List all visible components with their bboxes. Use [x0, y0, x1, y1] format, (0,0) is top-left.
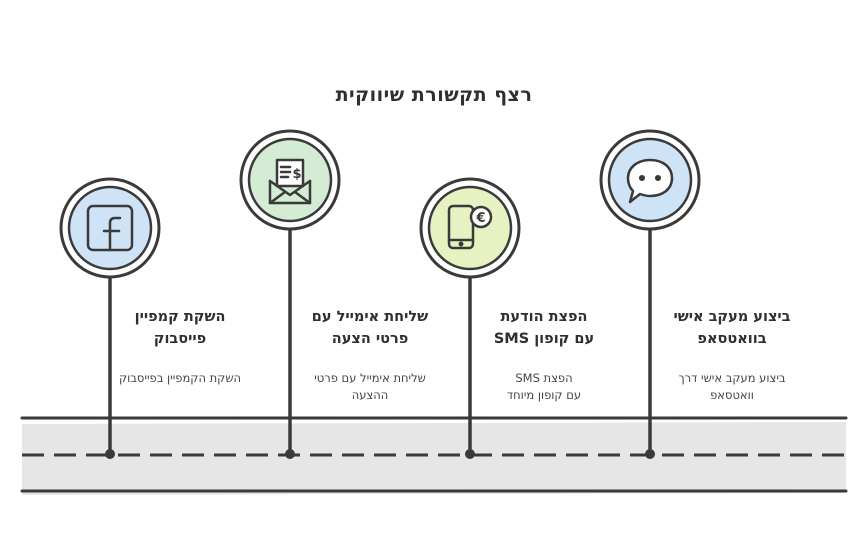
- step-desc-1: השקת הקמפיין בפייסבוק: [118, 371, 241, 385]
- node-whatsapp: [599, 129, 701, 231]
- step-desc-4-line-2: וואטסאפ: [710, 388, 754, 402]
- step-heading-2-line-2: פרטי הצעה: [331, 331, 409, 347]
- mobile-coupon-icon: €: [447, 204, 493, 250]
- step-label-4: ביצוע מעקב אישי בוואטסאפ ביצוע מעקב אישי…: [652, 306, 812, 404]
- step-desc-2: שליחת אימייל עם פרטי ההצעה: [290, 370, 450, 404]
- step-heading-3: הפצת הודעת עם קופון SMS: [464, 306, 624, 350]
- svg-text:$: $: [292, 167, 301, 182]
- step-heading-2-line-1: שליחת אימייל עם: [311, 309, 429, 325]
- step-heading-4-line-1: ביצוע מעקב אישי: [673, 309, 791, 325]
- step-heading-3-line-2: עם קופון SMS: [493, 331, 595, 347]
- diagram-title: רצף תקשורת שיווקית: [335, 84, 533, 106]
- node-sms: €: [419, 177, 521, 279]
- svg-text:€: €: [475, 211, 485, 226]
- facebook-icon: [86, 204, 134, 252]
- step-label-3: הפצת הודעת עם קופון SMS הפצת SMS עם קופו…: [464, 306, 624, 404]
- stems: [108, 226, 652, 456]
- step-heading-1: השקת קמפיין פייסבוק: [100, 306, 260, 350]
- step-desc-3-line-1: הפצת SMS: [515, 371, 573, 385]
- step-heading-2: שליחת אימייל עם פרטי הצעה: [290, 306, 450, 350]
- node-email: $: [239, 129, 341, 231]
- step-desc-3: הפצת SMS עם קופון מיוחד: [464, 370, 624, 404]
- step-label-2: שליחת אימייל עם פרטי הצעה שליחת אימייל ע…: [290, 306, 450, 404]
- chat-bubble-icon: [626, 158, 674, 204]
- node-facebook: [59, 177, 161, 279]
- step-desc-2-line-2: ההצעה: [351, 388, 389, 402]
- step-heading-3-line-1: הפצת הודעת: [500, 309, 588, 325]
- step-desc-3-line-2: עם קופון מיוחד: [506, 388, 582, 402]
- step-heading-1-line-2: פייסבוק: [153, 331, 207, 347]
- step-heading-4-line-2: בוואטסאפ: [697, 331, 767, 347]
- step-heading-4: ביצוע מעקב אישי בוואטסאפ: [652, 306, 812, 350]
- step-desc-2-line-1: שליחת אימייל עם פרטי: [314, 371, 426, 385]
- road: [20, 416, 848, 495]
- stem-dots: [105, 449, 655, 459]
- step-label-1: השקת קמפיין פייסבוק השקת הקמפיין בפייסבו…: [100, 306, 260, 387]
- step-heading-1-line-1: השקת קמפיין: [134, 309, 226, 325]
- step-desc-4: ביצוע מעקב אישי דרך וואטסאפ: [652, 370, 812, 404]
- email-offer-icon: $: [268, 158, 312, 205]
- step-desc-4-line-1: ביצוע מעקב אישי דרך: [678, 371, 786, 385]
